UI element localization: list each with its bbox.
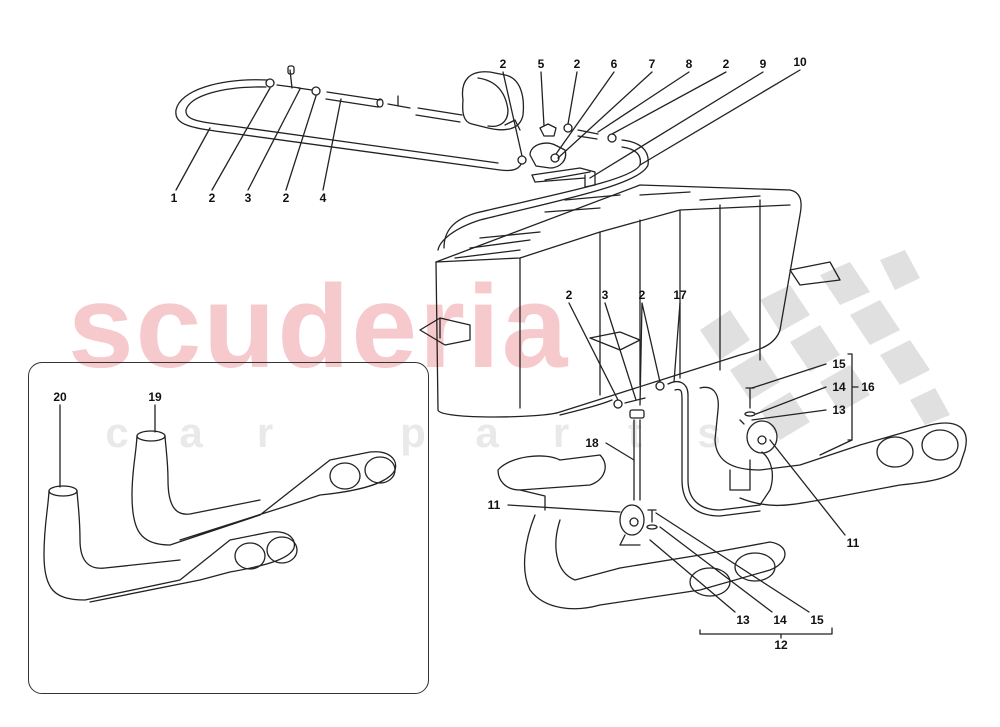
callout-3: 3	[601, 288, 609, 302]
callout-8: 8	[685, 57, 693, 71]
callout-4: 4	[319, 191, 327, 205]
callout-14: 14	[832, 380, 846, 394]
callout-2: 2	[565, 288, 573, 302]
callout-2: 2	[573, 57, 581, 71]
checkered-flag-icon	[700, 250, 950, 440]
callout-2: 2	[499, 57, 507, 71]
callout-19: 19	[148, 390, 162, 404]
callout-14: 14	[773, 613, 787, 627]
inset-frame	[28, 362, 429, 694]
callout-18: 18	[585, 436, 599, 450]
callout-15: 15	[832, 357, 846, 371]
callout-17: 17	[673, 288, 687, 302]
callout-2: 2	[638, 288, 646, 302]
callout-12: 12	[774, 638, 788, 652]
callout-1: 1	[170, 191, 178, 205]
callout-3: 3	[244, 191, 252, 205]
callout-16: 16	[861, 380, 875, 394]
callout-2: 2	[282, 191, 290, 205]
callout-7: 7	[648, 57, 656, 71]
inset-exhaust-drawing	[43, 404, 397, 603]
callout-2: 2	[722, 57, 730, 71]
callout-11: 11	[846, 536, 860, 550]
callout-20: 20	[53, 390, 67, 404]
callout-10: 10	[793, 55, 807, 69]
callout-6: 6	[610, 57, 618, 71]
callout-9: 9	[759, 57, 767, 71]
callout-13: 13	[736, 613, 750, 627]
callout-15: 15	[810, 613, 824, 627]
callout-13: 13	[832, 403, 846, 417]
watermark-scuderia: scuderia	[68, 261, 570, 393]
callout-5: 5	[537, 57, 545, 71]
callout-2: 2	[208, 191, 216, 205]
callout-11: 11	[487, 498, 501, 512]
